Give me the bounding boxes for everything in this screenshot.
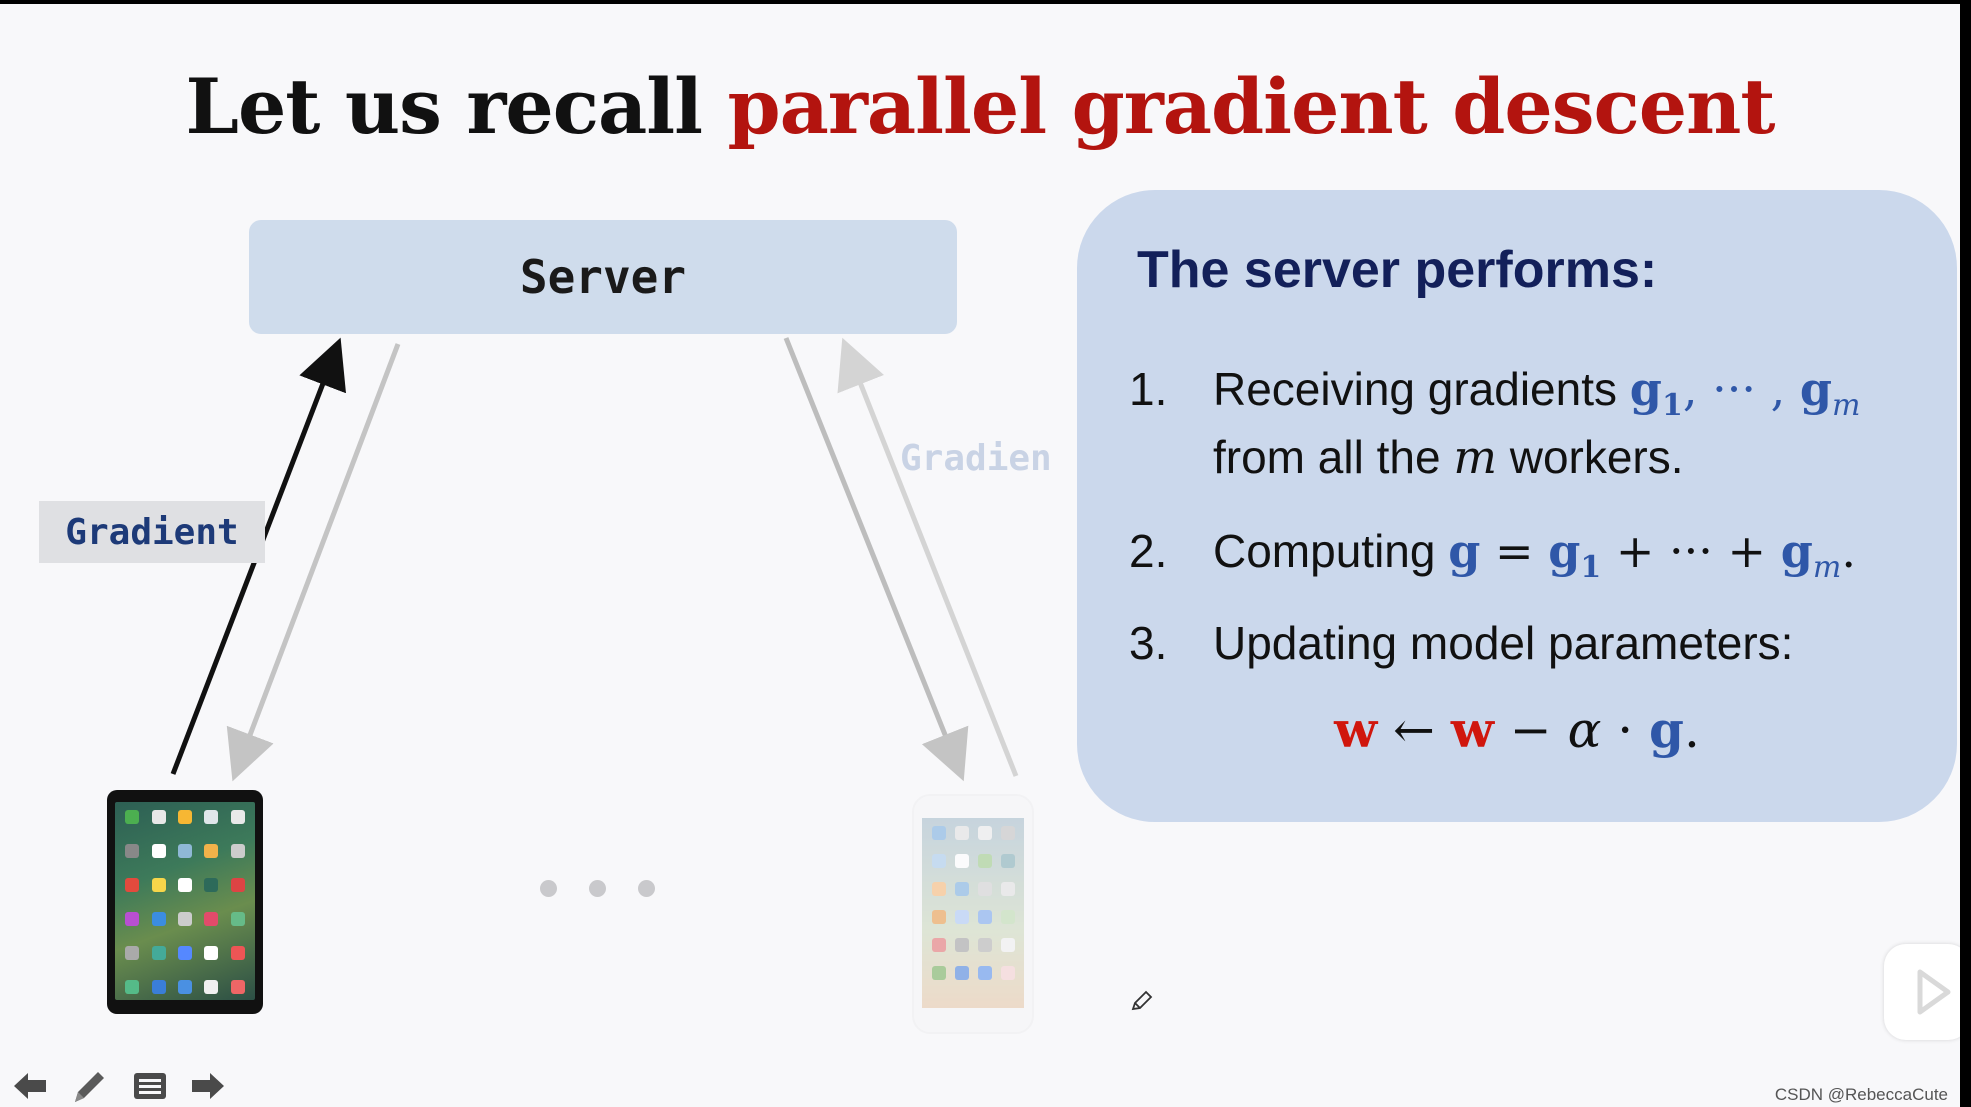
server-steps-panel: The server performs: 1.Receiving gradien… [1077, 190, 1957, 822]
sum-formula: g = g1 + ··· + gm. [1448, 524, 1856, 578]
step-2: 2.Computing g = g1 + ··· + gm. [1129, 524, 1856, 585]
arrow-right-icon[interactable] [190, 1070, 226, 1102]
step-1: 1.Receiving gradients g1, ··· , gm [1129, 362, 1860, 423]
phone-screen [922, 818, 1024, 1008]
step-3-text: Updating model parameters: [1213, 617, 1793, 669]
server-box: Server [249, 220, 957, 334]
download-arrow-right [786, 338, 960, 772]
dot [589, 880, 606, 897]
update-formula: w ← w − α · g. [1077, 700, 1957, 759]
dot [638, 880, 655, 897]
step-1-line-2: from all the m workers. [1213, 430, 1684, 484]
panel-heading: The server performs: [1137, 240, 1657, 300]
pencil-cursor-icon [1130, 989, 1154, 1013]
presentation-toolbar [12, 1066, 226, 1106]
server-label: Server [520, 250, 686, 304]
pen-icon[interactable] [70, 1066, 110, 1106]
step-2-text: Computing [1213, 525, 1448, 577]
m-variable: m [1453, 430, 1497, 484]
watermark: CSDN @RebeccaCute [1775, 1085, 1948, 1105]
ellipsis-dots [540, 880, 655, 897]
dot [540, 880, 557, 897]
menu-icon[interactable] [132, 1071, 168, 1101]
step-3: 3.Updating model parameters: [1129, 616, 1793, 670]
upload-arrow-right [846, 347, 1016, 776]
slide: Let us recall parallel gradient descent … [0, 4, 1960, 1107]
step-number: 1. [1129, 362, 1213, 416]
gradient-label-left: Gradient [39, 501, 265, 563]
play-button[interactable] [1884, 944, 1960, 1040]
step-number: 3. [1129, 616, 1213, 670]
step-number: 2. [1129, 524, 1213, 578]
arrow-left-icon[interactable] [12, 1070, 48, 1102]
gradient-label-right: Gradien [900, 438, 1052, 479]
step-1-text: Receiving gradients [1213, 363, 1630, 415]
tablet-screen [115, 802, 255, 1000]
phone-image [912, 794, 1034, 1034]
play-icon [1884, 944, 1960, 1040]
tablet-image [107, 790, 263, 1014]
g1-to-gm-formula: g1, ··· , gm [1630, 362, 1861, 416]
